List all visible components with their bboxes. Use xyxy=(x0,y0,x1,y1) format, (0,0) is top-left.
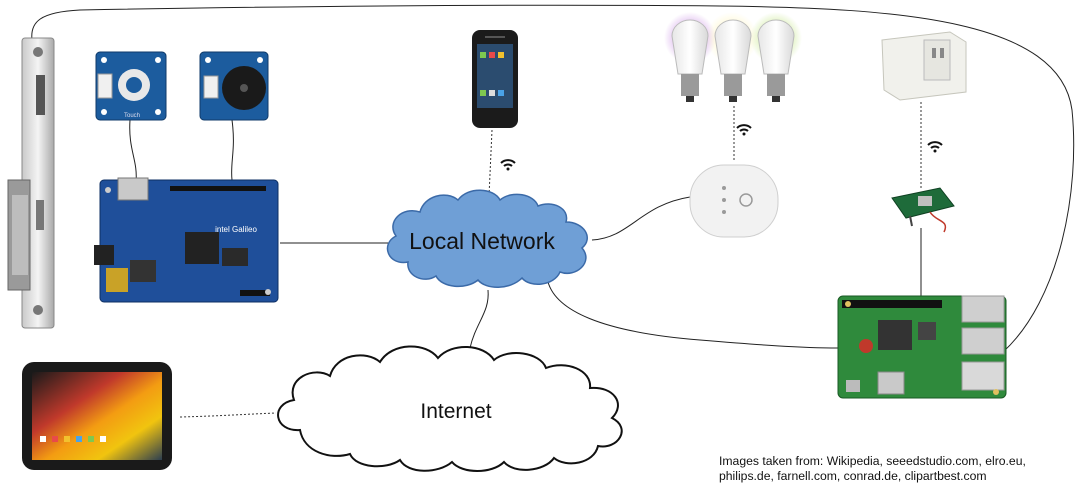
tablet-icon xyxy=(22,362,172,470)
smartphone-icon xyxy=(472,30,518,128)
smart-bulbs-icon xyxy=(664,12,802,102)
link-localnetwork-internet xyxy=(469,289,489,349)
grove-buzzer-icon xyxy=(199,51,269,121)
link-touch-galileo xyxy=(129,119,137,183)
grove-touch-sensor-icon: Touch xyxy=(95,51,167,121)
hue-bridge-icon xyxy=(689,164,779,238)
link-doorstrike-raspberrypi xyxy=(31,4,1075,353)
link-buzzer-galileo xyxy=(231,119,234,181)
link-localnetwork-raspberrypi xyxy=(547,281,839,349)
intel-galileo-board-icon: intel Galileo xyxy=(94,177,279,303)
image-credit-line-1: Images taken from: Wikipedia, seeedstudi… xyxy=(719,454,1026,468)
image-credit: Images taken from: Wikipedia, seeedstudi… xyxy=(719,454,1074,484)
raspberry-pi-board-icon xyxy=(837,295,1007,399)
connections xyxy=(31,4,1075,353)
internet-label: Internet xyxy=(420,400,491,423)
rf-power-socket-icon xyxy=(881,31,967,101)
link-localnetwork-huebridge xyxy=(591,196,691,241)
internet-cloud: Internet xyxy=(277,345,623,472)
touch-board-label: Touch xyxy=(124,113,140,119)
wifi-icon xyxy=(500,159,516,171)
local-network-cloud: Local Network xyxy=(386,189,588,288)
image-credit-line-2: philips.de, farnell.com, conrad.de, clip… xyxy=(719,469,987,483)
local-network-label: Local Network xyxy=(409,228,555,254)
electric-door-strike-icon xyxy=(7,37,55,329)
wifi-icon xyxy=(736,124,752,136)
wifi-icon xyxy=(927,141,943,153)
wireless-phone-localnetwork xyxy=(488,129,493,197)
wireless-links xyxy=(179,102,922,418)
wireless-tablet-internet xyxy=(179,412,277,418)
galileo-board-label: intel Galileo xyxy=(215,225,257,234)
rf-transmitter-module-icon xyxy=(891,187,955,233)
